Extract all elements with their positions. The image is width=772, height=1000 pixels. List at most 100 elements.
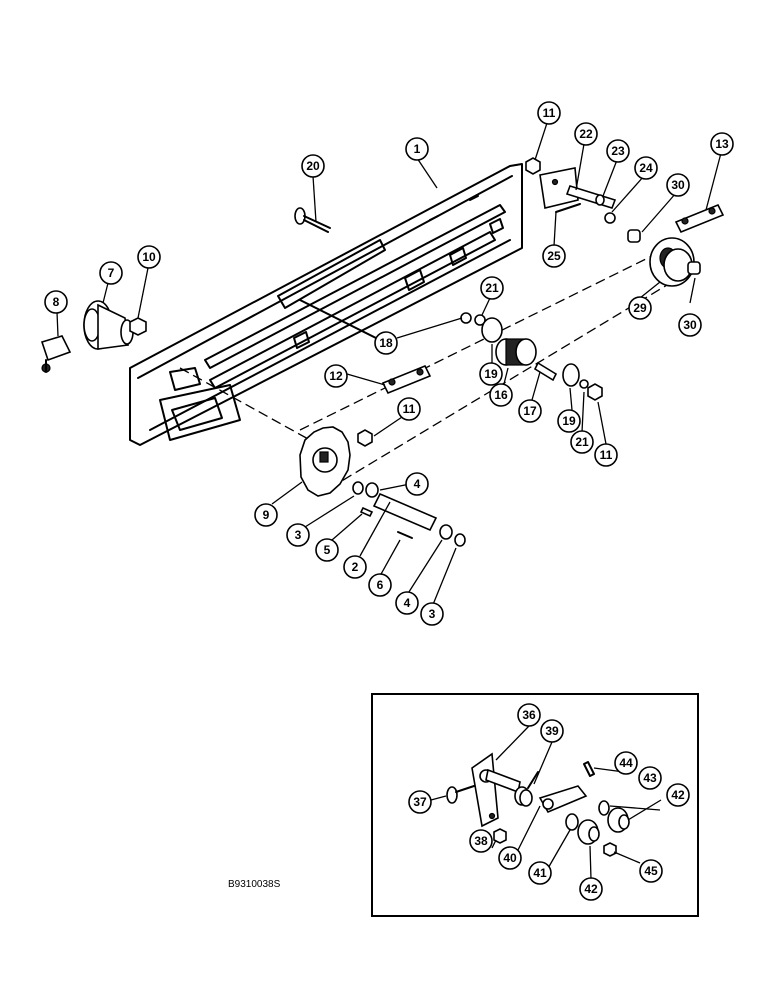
- idler-sprocket: [649, 237, 695, 287]
- svg-text:7: 7: [108, 266, 115, 280]
- svg-text:17: 17: [523, 404, 537, 418]
- callout-16: 16: [489, 383, 513, 407]
- callout-24: 24: [634, 156, 658, 180]
- callout-20: 20: [301, 154, 325, 178]
- shaft-41: [565, 813, 579, 831]
- svg-text:41: 41: [533, 866, 547, 880]
- callout-1: 1: [405, 137, 429, 161]
- callout-30-top: 30: [666, 173, 690, 197]
- callout-17: 17: [518, 399, 542, 423]
- svg-text:22: 22: [579, 127, 593, 141]
- svg-text:36: 36: [522, 708, 536, 722]
- svg-text:42: 42: [584, 882, 598, 896]
- spacer-right: [687, 261, 701, 275]
- figure-code: B9310038S: [228, 879, 281, 890]
- nut-45: [603, 842, 617, 857]
- carriage-bolt: [294, 207, 331, 233]
- callout-38: 38: [469, 829, 493, 853]
- spacer-left: [627, 229, 641, 243]
- callout-21-lower: 21: [570, 430, 594, 454]
- svg-text:9: 9: [263, 508, 270, 522]
- plate-washer-19-upper: [481, 317, 503, 343]
- idler-bracket: [539, 167, 617, 224]
- pin-44: [583, 761, 595, 777]
- callout-19-lower: 19: [557, 409, 581, 433]
- callout-22: 22: [574, 122, 598, 146]
- svg-text:2: 2: [352, 560, 359, 574]
- svg-text:11: 11: [543, 106, 556, 120]
- svg-text:20: 20: [306, 159, 320, 173]
- callout-2: 2: [343, 555, 367, 579]
- svg-text:19: 19: [484, 367, 498, 381]
- roller-42-lower: [577, 819, 600, 845]
- svg-text:19: 19: [562, 414, 576, 428]
- svg-text:30: 30: [671, 178, 685, 192]
- svg-text:13: 13: [715, 137, 729, 151]
- svg-text:21: 21: [485, 281, 499, 295]
- torsion-spring-39: [514, 771, 539, 807]
- hex-nut: [129, 317, 147, 336]
- washer-3-lower: [454, 533, 466, 547]
- callout-18: 18: [374, 331, 398, 355]
- callout-4-lower: 4: [395, 591, 419, 615]
- pivot-bracket-36: [471, 752, 521, 828]
- callout-4-upper: 4: [405, 472, 429, 496]
- washer-21-upper: [474, 314, 486, 326]
- callout-29: 29: [628, 296, 652, 320]
- svg-text:29: 29: [633, 301, 647, 315]
- callout-25: 25: [542, 244, 566, 268]
- svg-text:21: 21: [575, 435, 589, 449]
- leader-lines: [56, 122, 722, 608]
- svg-text:16: 16: [494, 388, 508, 402]
- svg-text:5: 5: [324, 543, 331, 557]
- inset-leader-lines: [430, 725, 662, 880]
- callout-8: 8: [44, 290, 68, 314]
- washer-21-lower: [579, 379, 589, 389]
- callout-36: 36: [517, 703, 541, 727]
- washer-3-upper: [352, 481, 364, 495]
- svg-text:23: 23: [611, 144, 625, 158]
- connector-link-12: [381, 364, 432, 395]
- inset-detail: [371, 693, 699, 917]
- callout-21-upper: 21: [480, 276, 504, 300]
- callout-11-middle: 11: [397, 397, 421, 421]
- washer-4-upper: [365, 482, 379, 498]
- connector-link-13: [674, 203, 725, 234]
- svg-text:3: 3: [429, 607, 436, 621]
- svg-text:45: 45: [644, 864, 658, 878]
- svg-text:18: 18: [379, 336, 393, 350]
- drive-sprocket: [299, 426, 351, 497]
- bearing-hub: [83, 300, 134, 350]
- callout-23: 23: [606, 139, 630, 163]
- svg-text:38: 38: [474, 834, 488, 848]
- callout-13: 13: [710, 132, 734, 156]
- callout-19-upper: 19: [479, 362, 503, 386]
- callout-41: 41: [528, 861, 552, 885]
- callout-37: 37: [408, 790, 432, 814]
- svg-text:12: 12: [329, 369, 343, 383]
- svg-text:11: 11: [403, 402, 416, 416]
- callout-44: 44: [614, 751, 638, 775]
- callout-9: 9: [254, 503, 278, 527]
- svg-text:24: 24: [639, 161, 653, 175]
- callout-42-lower: 42: [579, 877, 603, 901]
- nut-38: [493, 828, 507, 844]
- callout-45: 45: [639, 859, 663, 883]
- svg-text:4: 4: [404, 596, 411, 610]
- pin-17: [533, 361, 558, 382]
- callout-39: 39: [540, 719, 564, 743]
- callout-43: 43: [638, 766, 662, 790]
- callout-42-upper: 42: [666, 783, 690, 807]
- callout-40: 40: [498, 846, 522, 870]
- roller-42-upper: [607, 807, 630, 833]
- roller: [495, 338, 537, 366]
- washer-4-lower: [439, 524, 453, 540]
- svg-text:25: 25: [547, 249, 561, 263]
- callout-5: 5: [315, 538, 339, 562]
- svg-text:1: 1: [414, 142, 421, 156]
- nut-upper: [525, 157, 541, 175]
- washer-18: [460, 312, 472, 324]
- svg-text:11: 11: [600, 448, 613, 462]
- bolt-37: [446, 785, 475, 804]
